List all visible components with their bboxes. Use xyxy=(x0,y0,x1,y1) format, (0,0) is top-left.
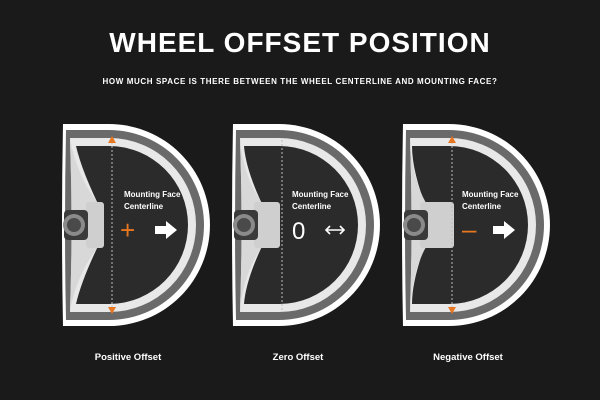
offset-symbol: – xyxy=(462,214,477,244)
wheel-face-disc xyxy=(76,146,188,304)
wheel-face-disc xyxy=(412,146,528,304)
double-arrow-icon xyxy=(324,225,346,235)
zero-offset-wheel-diagram: Mounting Face Centerline 0 xyxy=(232,124,380,326)
page-title: WHEEL OFFSET POSITION xyxy=(109,27,491,58)
hub-center-icon xyxy=(237,218,251,232)
wheel-spoke-upper xyxy=(70,140,98,213)
mounting-hub xyxy=(254,202,280,248)
positive-offset-caption: Positive Offset xyxy=(94,352,162,363)
mounting-hub xyxy=(420,202,454,248)
mounting-hub xyxy=(86,202,104,248)
mounting-face-label: Mounting Face xyxy=(462,190,519,199)
wheel-face-disc xyxy=(244,146,358,304)
page-subtitle: HOW MUCH SPACE IS THERE BETWEEN THE WHEE… xyxy=(102,77,498,86)
mounting-face-label: Mounting Face xyxy=(124,190,181,199)
mounting-face-label: Mounting Face xyxy=(292,190,349,199)
centerline-label: Centerline xyxy=(462,202,502,211)
centerline-label: Centerline xyxy=(124,202,164,211)
negative-offset-caption: Negative Offset xyxy=(433,352,503,363)
zero-offset-caption: Zero Offset xyxy=(272,352,324,363)
wheel-spoke-lower xyxy=(70,237,98,310)
hub-center-icon xyxy=(67,218,81,232)
down-arrow-icon xyxy=(108,307,116,314)
wheel-spoke-upper xyxy=(240,140,262,213)
negative-offset-wheel-diagram: Mounting Face Centerline – xyxy=(402,124,550,326)
wheel-spoke-lower xyxy=(410,237,426,310)
down-arrow-icon xyxy=(448,307,456,314)
right-arrow-icon xyxy=(155,221,177,239)
wheel-spoke-upper xyxy=(410,140,426,213)
wheel-spoke-lower xyxy=(240,237,262,310)
hub-center-icon xyxy=(407,218,421,232)
right-arrow-icon xyxy=(493,221,515,239)
centerline-label: Centerline xyxy=(292,202,332,211)
offset-symbol: 0 xyxy=(292,218,305,245)
up-arrow-icon xyxy=(448,136,456,143)
up-arrow-icon xyxy=(108,136,116,143)
positive-offset-wheel-diagram: Mounting Face Centerline + xyxy=(62,124,210,326)
offset-symbol: + xyxy=(120,215,135,245)
